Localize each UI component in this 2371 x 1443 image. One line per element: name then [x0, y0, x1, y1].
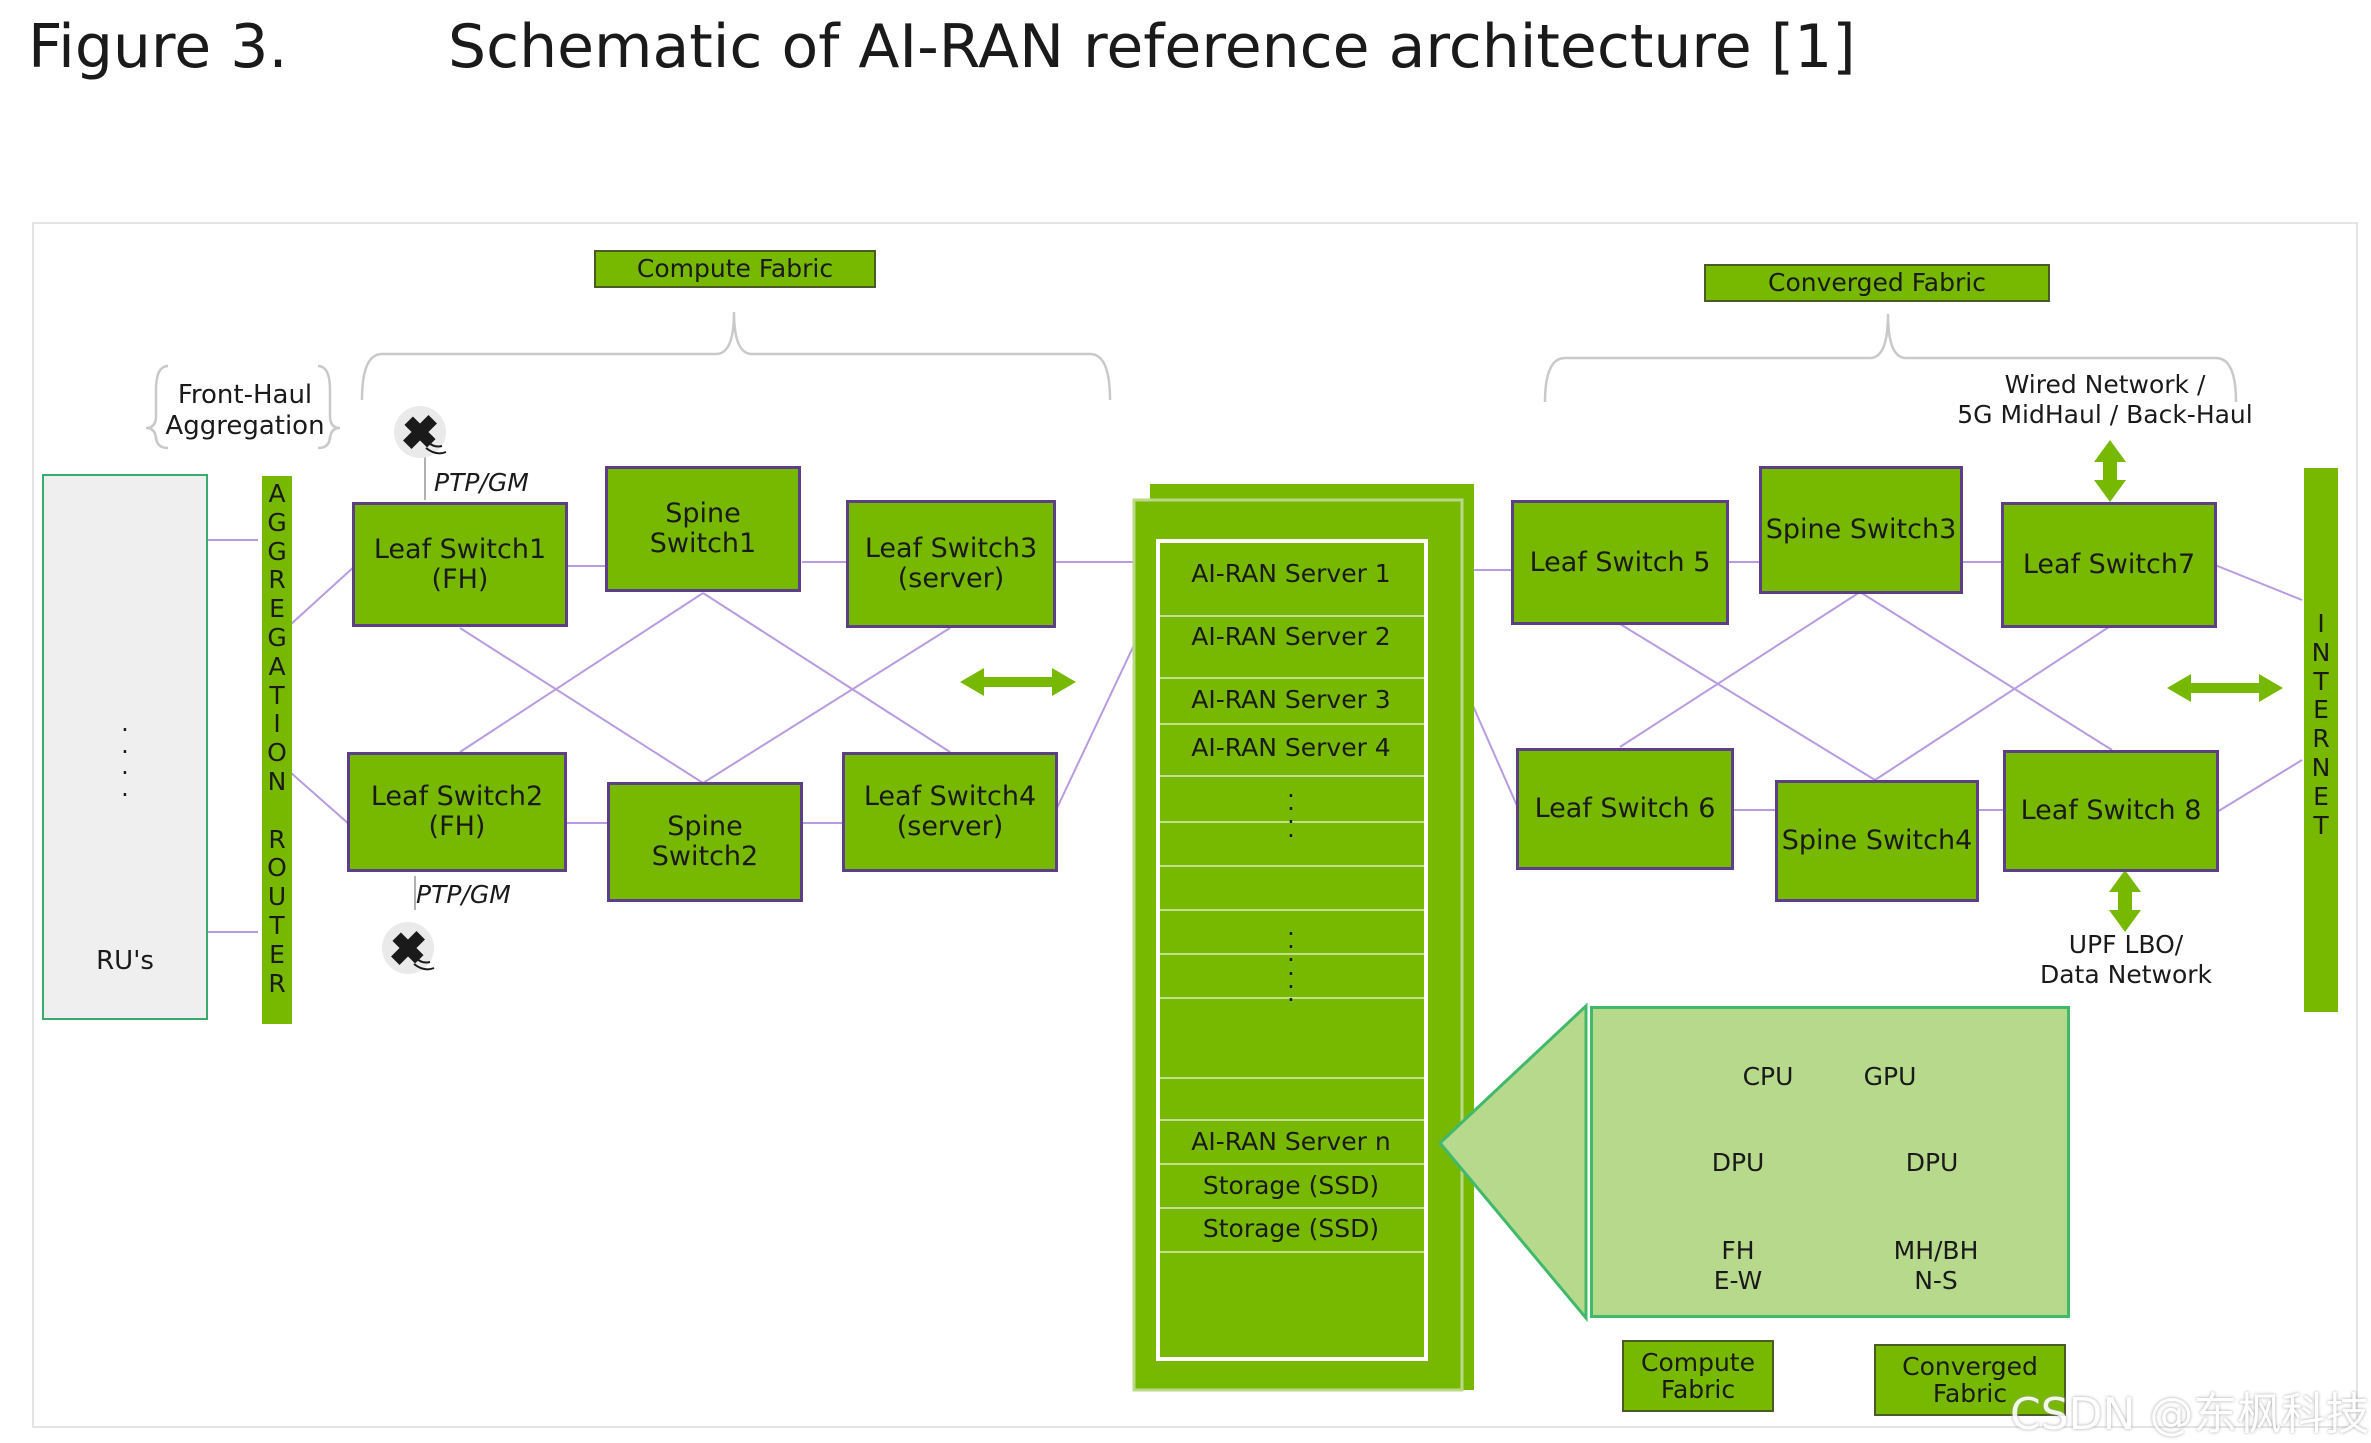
server-row: AI-RAN Server 2 — [1191, 622, 1391, 651]
vertical-letter: I — [273, 709, 281, 739]
spine-switch-4: Spine Switch4 — [1775, 780, 1979, 902]
vertical-letter: R — [268, 565, 286, 595]
front-haul-label: Front-Haul Aggregation — [165, 380, 325, 441]
leaf-switch-1: Leaf Switch1 (FH) — [352, 502, 568, 627]
diagram-frame — [32, 222, 2358, 1428]
vertical-letter: A — [268, 651, 286, 681]
leaf-switch-5: Leaf Switch 5 — [1511, 500, 1729, 625]
vertical-letter: I — [2317, 609, 2325, 638]
spine-switch-2: Spine Switch2 — [607, 782, 803, 902]
vertical-letter: O — [267, 738, 287, 768]
ptp-gm-bottom: PTP/GM — [416, 880, 511, 909]
vertical-letter: R — [268, 968, 286, 998]
leaf-switch-2: Leaf Switch2 (FH) — [347, 752, 567, 872]
wired-network-label: Wired Network / 5G MidHaul / Back-Haul — [1957, 370, 2253, 429]
gpu-label: GPU — [1863, 1062, 1917, 1091]
storage-row: Storage (SSD) — [1202, 1214, 1380, 1243]
converged-fabric-label: Converged Fabric — [1704, 264, 2050, 302]
ru-panel — [42, 474, 208, 1020]
upf-data-network-label: UPF LBO/ Data Network — [2039, 930, 2213, 989]
leaf-switch-7: Leaf Switch7 — [2001, 502, 2217, 628]
internet-bar — [2304, 468, 2338, 1012]
leaf-switch-6: Leaf Switch 6 — [1516, 748, 1734, 870]
vertical-letter: G — [267, 622, 287, 652]
vertical-letter: U — [267, 882, 287, 912]
server-row: AI-RAN Server 3 — [1191, 685, 1391, 714]
vertical-letter: T — [2313, 810, 2329, 840]
storage-row: Storage (SSD) — [1202, 1171, 1380, 1200]
server-row-dividers — [1160, 615, 1424, 1253]
compute-fabric-label: Compute Fabric — [594, 250, 876, 288]
vertical-letter: T — [269, 910, 285, 940]
mh-bh-label: MH/BH N-S — [1893, 1236, 1979, 1295]
double-arrows — [960, 440, 2283, 932]
server-ellipsis: · · · · · · — [1287, 920, 1295, 1014]
ptp-gm-top: PTP/GM — [434, 468, 529, 497]
ptp-connectors — [414, 455, 426, 910]
server-stack — [1132, 484, 1474, 1392]
vertical-letter: T — [2313, 666, 2329, 696]
vertical-letter: E — [269, 939, 285, 969]
vertical-letter: T — [269, 680, 285, 710]
cpu-label: CPU — [1742, 1062, 1794, 1091]
leaf-switch-3: Leaf Switch3 (server) — [846, 500, 1056, 628]
converged-fabric-legend: Converged Fabric — [1874, 1344, 2066, 1416]
zoom-callout — [1437, 1002, 1588, 1323]
vertical-letter: G — [267, 536, 287, 566]
leaf-switch-4: Leaf Switch4 (server) — [842, 752, 1058, 872]
vertical-letter: G — [267, 507, 287, 537]
spine-switch-1: Spine Switch1 — [605, 466, 801, 592]
spine-switch-3: Spine Switch3 — [1759, 466, 1963, 594]
vertical-letter: R — [268, 824, 286, 854]
satellite-icon — [382, 922, 435, 974]
leaf-switch-8: Leaf Switch 8 — [2003, 750, 2219, 872]
vertical-letter: R — [2312, 724, 2330, 754]
vertical-letter: E — [2313, 695, 2329, 725]
fabric-braces — [145, 311, 2238, 450]
dpu-left-label: DPU — [1711, 1148, 1765, 1177]
server-row-n: AI-RAN Server n — [1191, 1127, 1391, 1156]
server-ellipsis: · · · · — [1287, 782, 1295, 850]
figure-title: Schematic of AI-RAN reference architectu… — [448, 12, 1856, 82]
vertical-letter — [273, 797, 281, 826]
dpu-right-label: DPU — [1905, 1148, 1959, 1177]
server-row: AI-RAN Server 1 — [1191, 559, 1391, 588]
vertical-letter: O — [267, 853, 287, 883]
node-detail-panel — [1590, 1006, 2070, 1318]
vertical-letter: N — [267, 766, 287, 796]
vertical-letter: E — [269, 594, 285, 624]
satellite-icon — [394, 406, 447, 458]
vertical-letter: N — [2311, 752, 2331, 782]
vertical-letter: N — [2311, 637, 2331, 667]
watermark: CSDN @东枫科技 — [2010, 1389, 2370, 1440]
vertical-letter: A — [268, 479, 286, 508]
fh-ew-label: FH E-W — [1713, 1236, 1763, 1295]
server-row: AI-RAN Server 4 — [1191, 733, 1391, 762]
ru-dots: · · · · — [121, 716, 129, 809]
ru-label: RU's — [96, 946, 154, 976]
compute-fabric-legend: Compute Fabric — [1622, 1340, 1774, 1412]
aggregation-router-bar — [262, 476, 292, 1024]
figure-label: Figure 3. — [28, 12, 288, 82]
vertical-letter: E — [2313, 781, 2329, 811]
